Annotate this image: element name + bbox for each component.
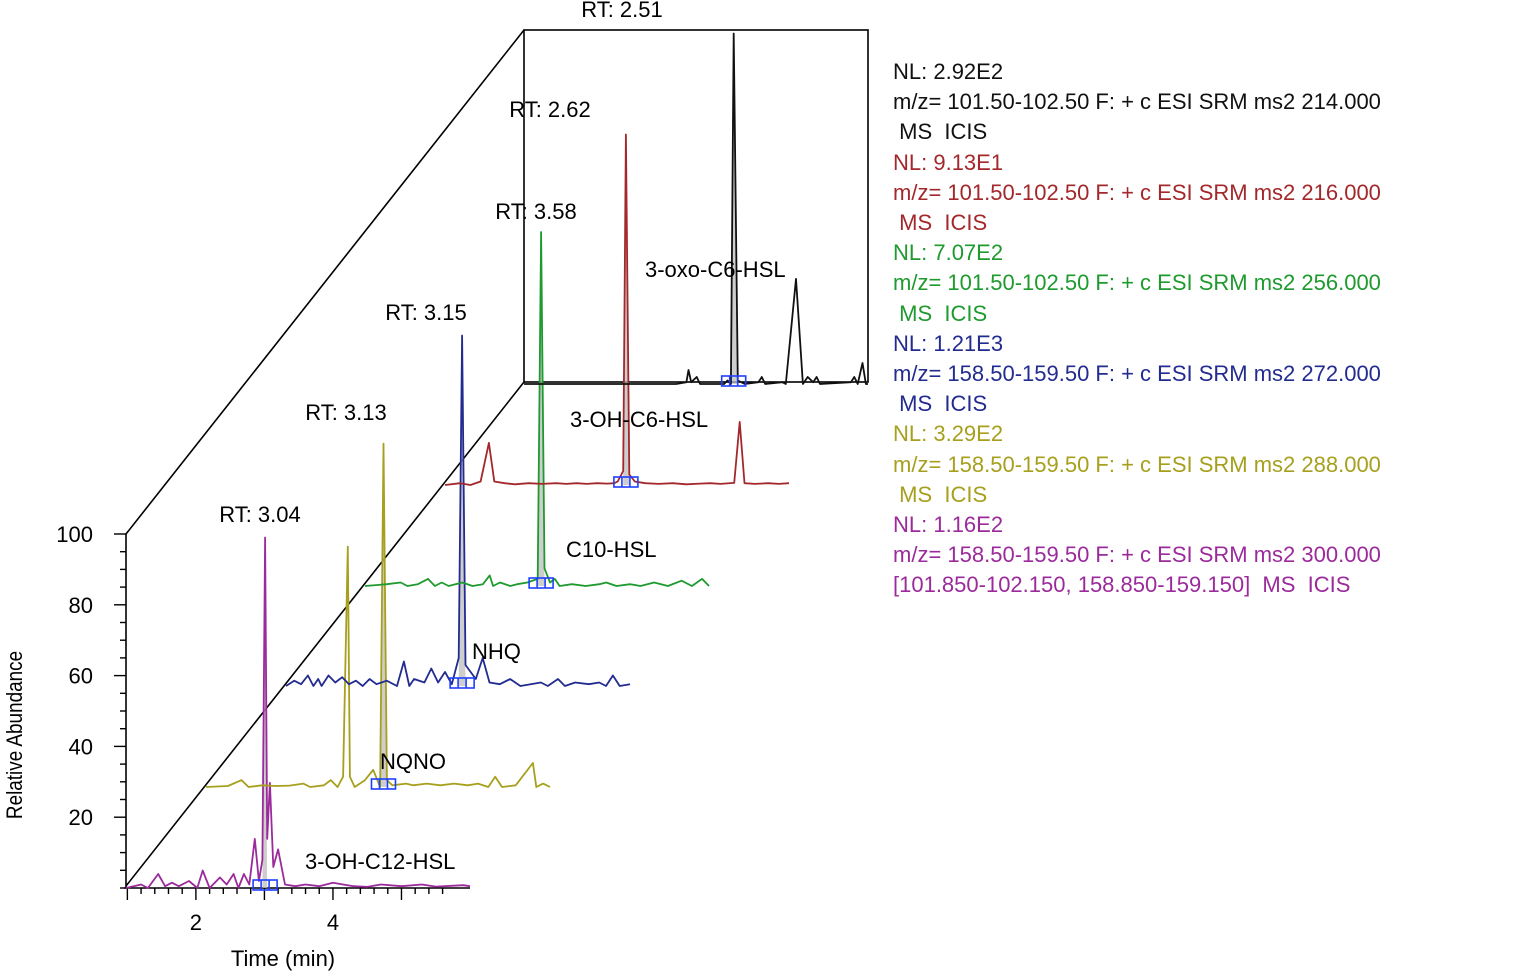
x-tick-label: 2 xyxy=(190,910,202,935)
compound-label: 3-oxo-C6-HSL xyxy=(645,257,786,282)
marker-box xyxy=(528,577,554,589)
legend-line: MS ICIS xyxy=(893,119,988,145)
x-tick-label: 4 xyxy=(327,910,339,935)
peak-integration-marker xyxy=(613,476,639,488)
peak-shading xyxy=(458,335,466,686)
frame-bottom-diagonal xyxy=(125,381,525,887)
retention-time-label: RT: 3.58 xyxy=(495,199,577,224)
legend-line: m/z= 101.50-102.50 F: + c ESI SRM ms2 21… xyxy=(893,89,1381,115)
legend-line: m/z= 101.50-102.50 F: + c ESI SRM ms2 25… xyxy=(893,270,1381,296)
marker-box xyxy=(613,476,639,488)
trace-line xyxy=(125,536,471,889)
y-tick-label: 40 xyxy=(69,734,93,759)
peak-shading xyxy=(537,232,545,586)
trace-nhq xyxy=(285,334,631,689)
peak-integration-marker xyxy=(252,879,278,891)
trace-3-oxo-c6-hsl xyxy=(524,32,868,387)
trace-nqno xyxy=(205,442,551,790)
peak-integration-marker xyxy=(370,778,397,790)
legend-line: [101.850-102.150, 158.850-159.150] MS IC… xyxy=(893,572,1351,598)
legend-entry: NL: 2.92E2 m/z= 101.50-102.50 F: + c ESI … xyxy=(893,57,1533,148)
marker-box xyxy=(370,778,397,790)
marker-box xyxy=(252,879,278,891)
legend-entry: NL: 9.13E1 m/z= 101.50-102.50 F: + c ESI … xyxy=(893,148,1533,239)
legend-line: NL: 9.13E1 xyxy=(893,149,1004,175)
legend-line: MS ICIS xyxy=(893,210,988,236)
legend-line: m/z= 158.50-159.50 F: + c ESI SRM ms2 30… xyxy=(893,542,1381,568)
y-tick-label: 60 xyxy=(69,664,93,689)
legend-entry: NL: 3.29E2 m/z= 158.50-159.50 F: + c ESI … xyxy=(893,419,1533,510)
y-tick-label: 80 xyxy=(69,593,93,618)
legend-entry: NL: 1.21E3 m/z= 158.50-159.50 F: + c ESI … xyxy=(893,329,1533,420)
y-tick-label: 20 xyxy=(69,805,93,830)
legend-line: m/z= 158.50-159.50 F: + c ESI SRM ms2 28… xyxy=(893,451,1381,477)
trace-c10-hsl xyxy=(364,231,710,589)
compound-label: NHQ xyxy=(472,639,521,664)
legend-entry: NL: 1.16E2 m/z= 158.50-159.50 F: + c ESI … xyxy=(893,510,1533,601)
back-panel xyxy=(523,29,869,383)
x-axis-label: Time (min) xyxy=(231,946,335,971)
compound-label: 3-OH-C6-HSL xyxy=(570,407,708,432)
retention-time-label: RT: 3.13 xyxy=(305,400,387,425)
marker-box xyxy=(449,677,475,689)
peak-integration-marker xyxy=(449,677,475,689)
y-tick-label: 100 xyxy=(56,522,93,547)
front-axes xyxy=(124,534,470,889)
retention-time-label: RT: 2.62 xyxy=(509,97,591,122)
legend: NL: 2.92E2 m/z= 101.50-102.50 F: + c ESI … xyxy=(893,57,1533,601)
legend-line: NL: 2.92E2 xyxy=(893,59,1004,84)
compound-label: NQNO xyxy=(380,749,446,774)
legend-line: m/z= 101.50-102.50 F: + c ESI SRM ms2 21… xyxy=(893,179,1381,205)
marker-box xyxy=(720,375,747,387)
retention-time-label: RT: 3.15 xyxy=(385,300,467,325)
perspective-frame xyxy=(125,29,869,887)
legend-line: NL: 1.16E2 xyxy=(893,512,1004,538)
trace-3-oh-c12-hsl xyxy=(125,536,471,891)
trace-line xyxy=(285,334,631,687)
legend-line: MS ICIS xyxy=(893,481,988,507)
legend-line: NL: 3.29E2 xyxy=(893,421,1004,447)
compound-label: C10-HSL xyxy=(566,537,656,562)
legend-line: MS ICIS xyxy=(893,391,988,417)
compound-label: 3-OH-C12-HSL xyxy=(305,849,455,874)
legend-line: MS ICIS xyxy=(893,300,988,326)
frame-top-diagonal xyxy=(125,29,525,535)
retention-time-label: RT: 2.51 xyxy=(581,0,663,22)
y-ticks: 20 40 60 80 100 xyxy=(56,522,126,889)
peak-integration-marker xyxy=(528,577,554,589)
y-axis-label: Relative Abundance xyxy=(3,651,28,819)
legend-line: NL: 1.21E3 xyxy=(893,330,1004,356)
legend-line: NL: 7.07E2 xyxy=(893,240,1004,266)
legend-entry: NL: 7.07E2 m/z= 101.50-102.50 F: + c ESI … xyxy=(893,238,1533,329)
trace-3-oh-c6-hsl xyxy=(444,133,790,488)
trace-line xyxy=(205,442,551,788)
peak-integration-marker xyxy=(720,375,747,387)
legend-line: m/z= 158.50-159.50 F: + c ESI SRM ms2 27… xyxy=(893,361,1381,387)
trace-line xyxy=(524,32,868,385)
retention-time-label: RT: 3.04 xyxy=(219,502,301,527)
